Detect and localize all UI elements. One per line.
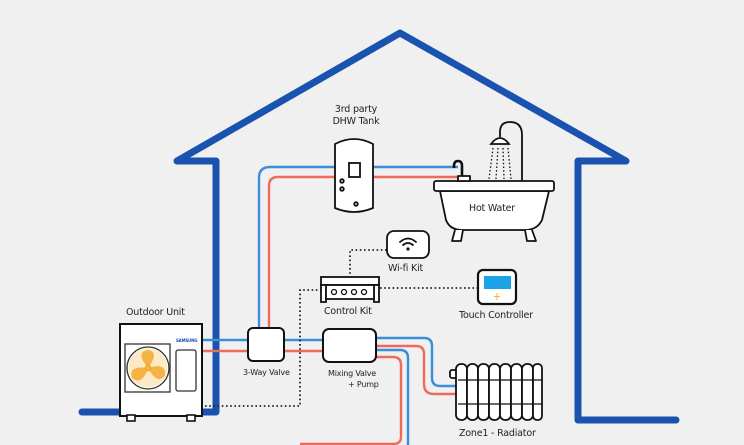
bathtub-icon (433, 159, 555, 242)
outdoor-unit-icon (119, 323, 203, 422)
outdoor-unit-label: Outdoor Unit (126, 307, 185, 318)
dhw-tank-label-line2: DHW Tank (332, 116, 380, 127)
hot-water-label: Hot Water (469, 203, 515, 214)
house-outline-icon (78, 29, 680, 424)
touch-controller-label: Touch Controller (459, 310, 533, 321)
mixing-valve-label-line1: Mixing Valve (328, 369, 377, 378)
mixing-valve-label-line2: + Pump (348, 380, 379, 389)
mixing-valve-icon (322, 328, 377, 363)
three-way-valve-icon (247, 327, 285, 362)
wifi-icon (386, 230, 430, 259)
pipe-dhw-cold (257, 165, 458, 330)
brand-mark: SAMSUNG (176, 338, 198, 343)
touch-controller-icon (476, 268, 518, 306)
three-way-valve-label: 3-Way Valve (243, 368, 290, 377)
pipe-outdoor-cold (202, 336, 458, 445)
dhw-tank-icon (334, 138, 374, 213)
dhw-tank-label-line1: 3rd party (334, 104, 378, 115)
shower-icon (488, 121, 523, 181)
zone1-radiator-label: Zone1 - Radiator (459, 428, 536, 439)
control-wiring (205, 249, 480, 407)
control-kit-icon (320, 276, 380, 303)
pipe-dhw-hot (267, 175, 458, 330)
wifi-kit-label: Wi-fi Kit (388, 263, 424, 274)
control-kit-label: Control Kit (324, 306, 372, 317)
fan-icon (128, 348, 168, 388)
pipe-outdoor-hot (202, 344, 458, 445)
radiator-icon (449, 363, 543, 421)
